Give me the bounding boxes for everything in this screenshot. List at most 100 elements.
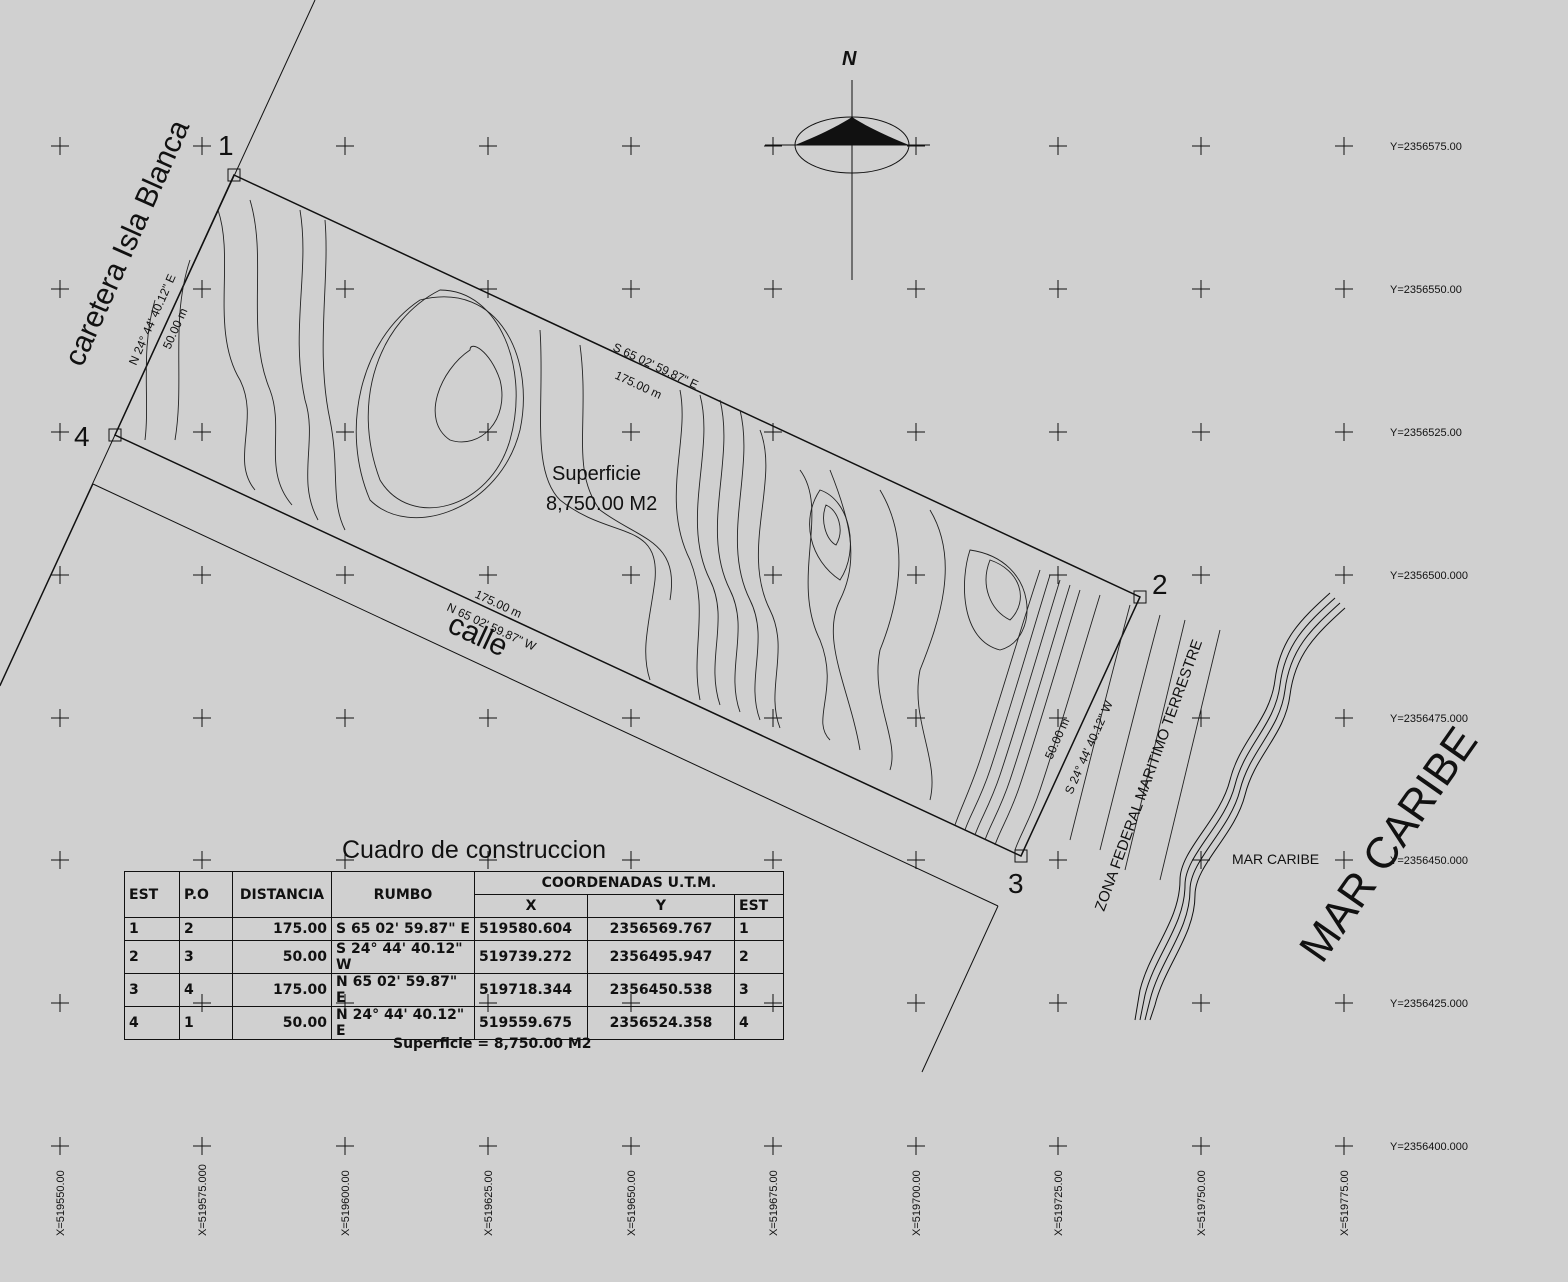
grid-cross bbox=[1049, 423, 1067, 441]
y-grid-label: Y=2356525.00 bbox=[1390, 427, 1462, 439]
y-grid-label: Y=2356500.000 bbox=[1390, 570, 1468, 582]
cell-distance: 175.00 bbox=[232, 973, 332, 1007]
y-grid-label: Y=2356475.000 bbox=[1390, 713, 1468, 725]
grid-cross bbox=[1335, 280, 1353, 298]
street-edge-line bbox=[0, 483, 94, 687]
grid-cross bbox=[51, 851, 69, 869]
area-title: Superficie bbox=[552, 463, 641, 485]
grid-cross bbox=[622, 280, 640, 298]
cell-rumbo: N 65 02' 59.87" E bbox=[331, 973, 475, 1007]
cell-y: 2356569.767 bbox=[587, 917, 735, 941]
vertex-label-1: 1 bbox=[218, 130, 234, 161]
north-arrow: N bbox=[765, 48, 930, 280]
grid-cross bbox=[336, 1137, 354, 1155]
cell-po: 3 bbox=[179, 940, 233, 974]
grid-cross bbox=[907, 280, 925, 298]
grid-cross bbox=[907, 423, 925, 441]
grid-cross bbox=[193, 280, 211, 298]
area-value: 8,750.00 M2 bbox=[546, 493, 657, 515]
cell-est: 4 bbox=[124, 1006, 180, 1040]
x-grid-label: X=519650.00 bbox=[626, 1170, 638, 1236]
grid-cross bbox=[622, 709, 640, 727]
cell-est: 1 bbox=[124, 917, 180, 941]
cell-y: 2356495.947 bbox=[587, 940, 735, 974]
table-area-total: Superficie = 8,750.00 M2 bbox=[393, 1036, 592, 1052]
grid-cross bbox=[336, 851, 354, 869]
cell-y: 2356450.538 bbox=[587, 973, 735, 1007]
header-coordinates: COORDENADAS U.T.M. bbox=[474, 871, 784, 895]
grid-cross bbox=[1335, 137, 1353, 155]
vertex-marker-4 bbox=[108, 428, 122, 442]
grid-cross bbox=[51, 566, 69, 584]
header-est2: EST bbox=[734, 894, 784, 918]
grid-cross bbox=[193, 566, 211, 584]
table-row: 2 3 50.00 S 24° 44' 40.12" W 519739.272 … bbox=[124, 940, 784, 974]
header-est: EST bbox=[124, 871, 180, 918]
grid-cross bbox=[907, 851, 925, 869]
grid-cross bbox=[1335, 994, 1353, 1012]
grid-cross bbox=[1192, 137, 1210, 155]
construction-table: EST P.O DISTANCIA RUMBO COORDENADAS U.T.… bbox=[124, 871, 784, 1040]
grid-cross bbox=[1192, 280, 1210, 298]
grid-cross bbox=[193, 709, 211, 727]
contour-lines bbox=[144, 199, 1221, 881]
grid-cross bbox=[336, 566, 354, 584]
cell-distance: 175.00 bbox=[232, 917, 332, 941]
grid-cross bbox=[479, 1137, 497, 1155]
y-grid-label: Y=2356425.000 bbox=[1390, 998, 1468, 1010]
x-grid-label: X=519725.00 bbox=[1053, 1170, 1065, 1236]
cell-est: 2 bbox=[124, 940, 180, 974]
x-grid-label: X=519600.00 bbox=[340, 1170, 352, 1236]
cell-po: 2 bbox=[179, 917, 233, 941]
grid-cross bbox=[907, 137, 925, 155]
cell-rumbo: S 24° 44' 40.12" W bbox=[331, 940, 475, 974]
grid-cross bbox=[1049, 994, 1067, 1012]
street-edge-line bbox=[921, 905, 999, 1073]
grid-cross bbox=[1049, 566, 1067, 584]
grid-cross bbox=[622, 137, 640, 155]
table-row: 3 4 175.00 N 65 02' 59.87" E 519718.344 … bbox=[124, 973, 784, 1007]
header-y: Y bbox=[587, 894, 735, 918]
cell-est2: 4 bbox=[734, 1006, 784, 1040]
header-rumbo: RUMBO bbox=[331, 871, 475, 918]
grid-cross bbox=[51, 423, 69, 441]
sea-label: MAR CARIBE bbox=[1290, 718, 1487, 970]
grid-cross bbox=[336, 423, 354, 441]
grid-cross bbox=[1335, 851, 1353, 869]
grid-cross bbox=[1192, 566, 1210, 584]
y-grid-label: Y=2356450.000 bbox=[1390, 855, 1468, 867]
cell-distance: 50.00 bbox=[232, 940, 332, 974]
grid-cross bbox=[1335, 709, 1353, 727]
grid-cross bbox=[1192, 1137, 1210, 1155]
x-grid-label: X=519625.00 bbox=[483, 1170, 495, 1236]
cell-est2: 3 bbox=[734, 973, 784, 1007]
x-grid-label: X=519575.000 bbox=[197, 1164, 209, 1236]
cell-x: 519559.675 bbox=[474, 1006, 588, 1040]
grid-cross bbox=[764, 280, 782, 298]
sea-label-small: MAR CARIBE bbox=[1232, 851, 1319, 867]
cell-x: 519718.344 bbox=[474, 973, 588, 1007]
grid-cross bbox=[51, 1137, 69, 1155]
grid-cross bbox=[622, 423, 640, 441]
grid-cross bbox=[907, 566, 925, 584]
table-title: Cuadro de construccion bbox=[342, 836, 607, 864]
grid-cross bbox=[51, 137, 69, 155]
cell-est: 3 bbox=[124, 973, 180, 1007]
grid-cross bbox=[764, 566, 782, 584]
grid-cross bbox=[1049, 137, 1067, 155]
vertex-label-2: 2 bbox=[1152, 569, 1168, 600]
grid-cross bbox=[1049, 709, 1067, 727]
grid-cross bbox=[479, 280, 497, 298]
cell-x: 519739.272 bbox=[474, 940, 588, 974]
header-x: X bbox=[474, 894, 588, 918]
x-grid-label: X=519750.00 bbox=[1196, 1170, 1208, 1236]
grid-cross bbox=[479, 566, 497, 584]
cell-rumbo: N 24° 44' 40.12" E bbox=[331, 1006, 475, 1040]
cell-po: 1 bbox=[179, 1006, 233, 1040]
y-grid-label: Y=2356575.00 bbox=[1390, 141, 1462, 153]
grid-cross bbox=[907, 709, 925, 727]
grid-cross bbox=[51, 994, 69, 1012]
vertex-marker-3 bbox=[1014, 849, 1028, 863]
grid-cross bbox=[1335, 566, 1353, 584]
